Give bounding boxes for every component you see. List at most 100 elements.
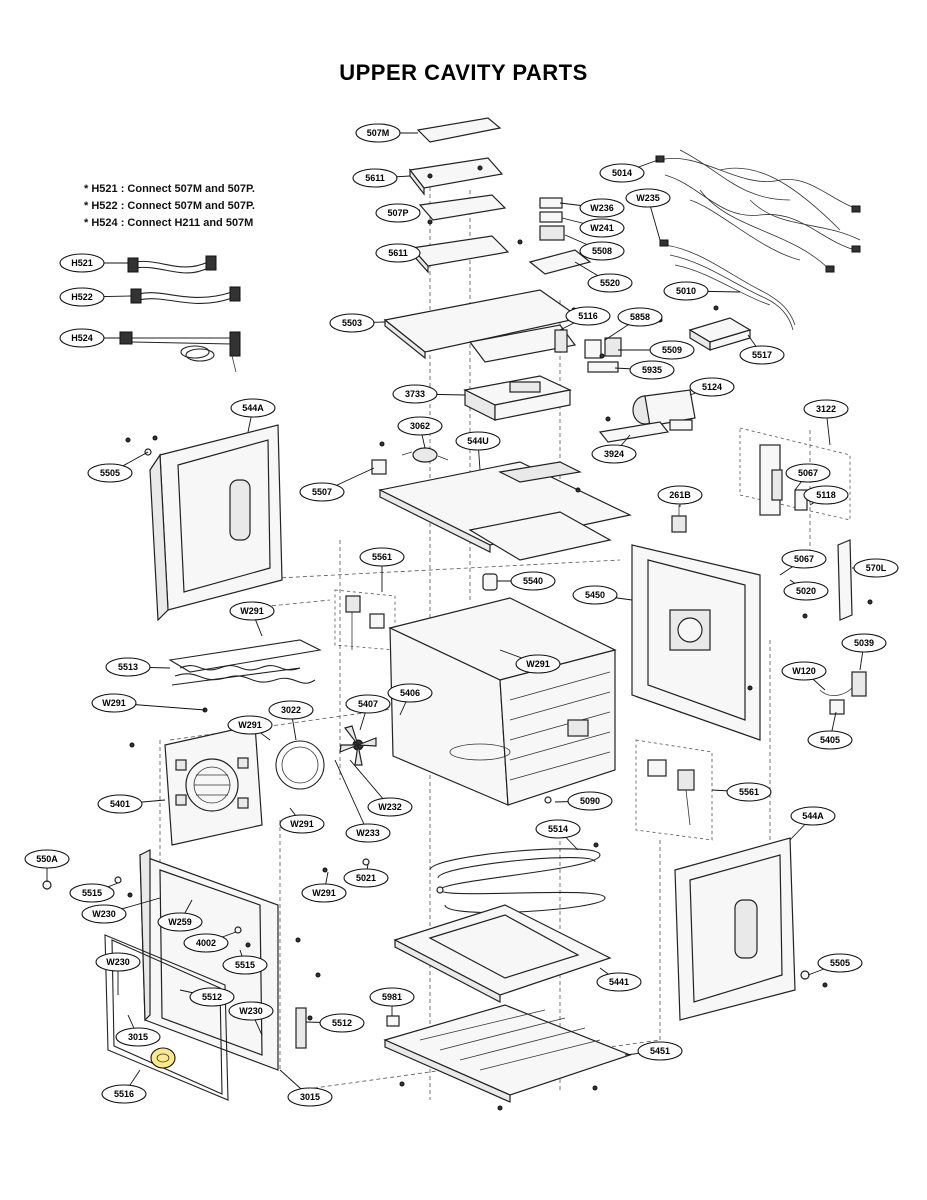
callout-507p: 507P <box>375 203 421 223</box>
callout-bubble <box>637 1041 683 1061</box>
hinge-5039 <box>819 671 867 715</box>
cavity-top-plate-544u <box>378 461 632 561</box>
callout-w230: W230 <box>95 952 141 995</box>
callout-label: 5405 <box>820 735 840 745</box>
callout-5116: 5116 <box>559 306 611 331</box>
callout-bubble <box>183 933 229 953</box>
callout-label: 5401 <box>110 799 130 809</box>
callout-label: 5407 <box>358 699 378 709</box>
callout-5067: 5067 <box>785 463 831 491</box>
callout-5067: 5067 <box>779 549 827 576</box>
callout-label: 570L <box>866 563 887 573</box>
bottom-plate-5451 <box>383 1004 632 1103</box>
callout-544a: 544A <box>230 398 276 433</box>
callout-label: 3122 <box>816 404 836 414</box>
callout-5540: 5540 <box>497 571 556 591</box>
callout-bubble <box>565 306 611 326</box>
callout-bubble <box>279 814 325 834</box>
callout-5561: 5561 <box>711 782 772 802</box>
callout-5507: 5507 <box>299 467 375 502</box>
callout-w236: W236 <box>559 198 625 218</box>
callout-bubble <box>227 715 273 735</box>
callout-label: 5540 <box>523 576 543 586</box>
callout-3022: 3022 <box>268 700 314 741</box>
callout-5514: 5514 <box>535 819 581 851</box>
connection-notes: * H521 : Connect 507M and 507P. * H522 :… <box>84 181 255 232</box>
callout-w235: W235 <box>625 188 671 241</box>
side-panel-544a-right <box>674 837 796 1021</box>
callout-label: 5561 <box>372 552 392 562</box>
callout-label: 3733 <box>405 389 425 399</box>
callout-label: 5010 <box>676 286 696 296</box>
callout-bubble <box>345 823 391 843</box>
callout-bubble <box>229 601 275 621</box>
relay-board-5508 <box>528 197 592 275</box>
callout-5014: 5014 <box>599 159 659 183</box>
callout-bubble <box>105 657 151 677</box>
callout-label: 5507 <box>312 487 332 497</box>
callout-label: W291 <box>238 720 262 730</box>
gasket-closeup <box>150 1047 176 1069</box>
callout-label: 5021 <box>356 873 376 883</box>
callout-bubble <box>189 987 235 1007</box>
callout-bubble <box>222 955 268 975</box>
bracket-assy-3122 <box>739 427 851 521</box>
callout-label: 5118 <box>816 490 836 500</box>
callout-label: 5514 <box>548 824 568 834</box>
callout-bubble <box>807 730 853 750</box>
callout-label: 5090 <box>580 796 600 806</box>
callout-label: 5561 <box>739 787 759 797</box>
callout-bubble <box>355 123 401 143</box>
callout-h524: H524 <box>59 328 120 348</box>
part-callouts: 507M5611507P56115014W235W236W24155085520… <box>24 123 899 1107</box>
harness-h524 <box>119 331 241 373</box>
callout-bubble <box>649 340 695 360</box>
callout-4002: 4002 <box>183 931 237 953</box>
callout-bubble <box>790 806 836 826</box>
callout-label: 5513 <box>118 662 138 672</box>
callout-label: 544A <box>802 811 824 821</box>
callout-label: H521 <box>71 258 93 268</box>
thermostat-3062 <box>401 447 449 463</box>
callout-w291: W291 <box>279 807 325 834</box>
callout-bubble <box>91 693 137 713</box>
callout-label: 4002 <box>196 938 216 948</box>
callout-label: 5512 <box>202 992 222 1002</box>
callout-label: 3015 <box>300 1092 320 1102</box>
callout-label: 544U <box>467 436 489 446</box>
rear-panel-5450 <box>631 544 761 741</box>
callout-label: W259 <box>168 917 192 927</box>
callout-label: 5441 <box>609 977 629 987</box>
callout-bubble <box>369 987 415 1007</box>
callout-label: 5517 <box>752 350 772 360</box>
callout-bubble <box>817 953 863 973</box>
callout-w291: W291 <box>229 601 275 637</box>
callout-550a: 550A <box>24 849 70 882</box>
callout-label: 5039 <box>854 638 874 648</box>
callout-5505: 5505 <box>87 451 149 483</box>
callout-bubble <box>841 633 887 653</box>
callout-label: W230 <box>92 909 116 919</box>
callout-bubble <box>689 377 735 397</box>
sensor-5561-upper <box>334 589 396 651</box>
callout-label: 3015 <box>128 1032 148 1042</box>
pad-5981 <box>386 1015 400 1027</box>
lamp-socket-5540 <box>482 573 498 591</box>
callout-bubble <box>629 360 675 380</box>
callout-label: H524 <box>71 333 93 343</box>
callout-w230: W230 <box>81 897 161 924</box>
callout-3733: 3733 <box>392 384 466 404</box>
callout-261b: 261B <box>657 485 703 507</box>
callout-label: W120 <box>792 666 816 676</box>
callout-5406: 5406 <box>387 683 433 716</box>
callout-bubble <box>329 313 375 333</box>
callout-w291: W291 <box>499 649 561 674</box>
callout-label: 5067 <box>798 468 818 478</box>
oven-cavity <box>388 597 617 806</box>
callout-5561: 5561 <box>359 547 405 592</box>
callout-5124: 5124 <box>689 377 735 397</box>
callout-bubble <box>352 168 398 188</box>
callout-5020: 5020 <box>783 579 829 601</box>
trim-5512-center <box>295 1007 307 1049</box>
